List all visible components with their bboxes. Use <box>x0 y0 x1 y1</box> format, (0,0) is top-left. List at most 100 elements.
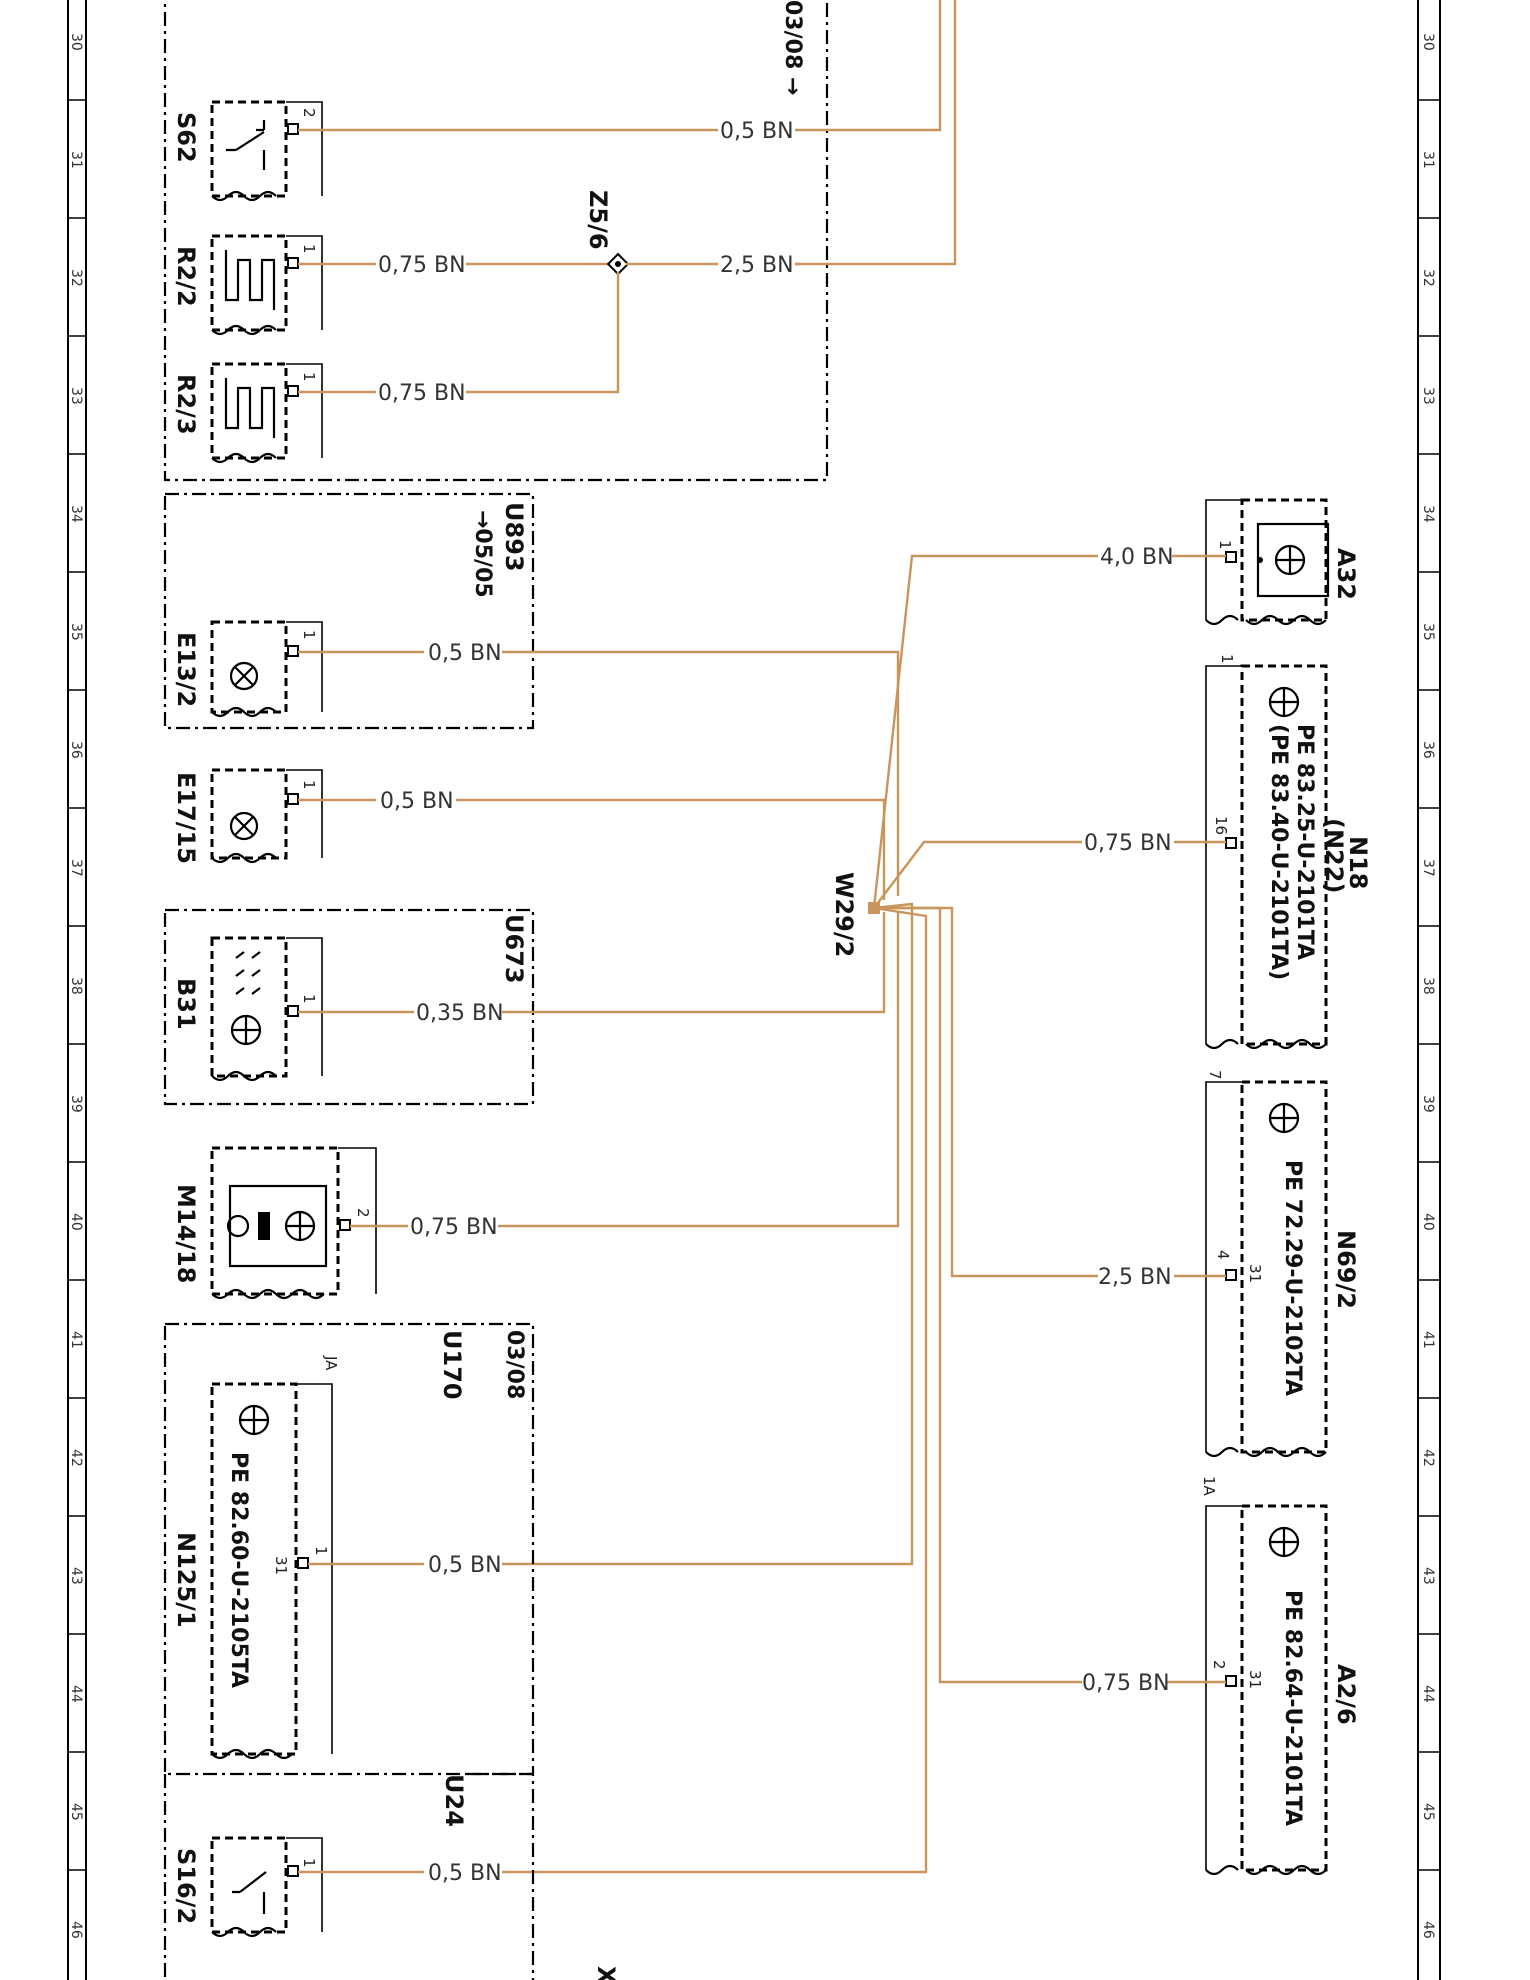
grid-row-label-left: 32 <box>68 269 84 287</box>
grid-row-label-right: 31 <box>1420 151 1436 169</box>
m14-18-wire-label: 0,75 BN <box>410 1215 498 1240</box>
grid-row-label-left: 44 <box>68 1685 84 1703</box>
u893-outline <box>163 492 535 730</box>
r2-2-pin: 1 <box>300 244 318 254</box>
m14-18-pin: 2 <box>354 1208 372 1218</box>
a32-label: A32 <box>1332 548 1360 600</box>
grid-row-label-right: 36 <box>1420 741 1436 759</box>
a2-6-label: A2/6 <box>1332 1664 1360 1725</box>
a32-pin: 1 <box>1216 540 1234 550</box>
n125-1-pin: 1 <box>312 1546 330 1556</box>
b31-label: B31 <box>172 978 200 1030</box>
grid-row-label-right: 45 <box>1420 1803 1436 1821</box>
grid-row-label-right: 37 <box>1420 859 1436 877</box>
a32-wire-label: 4,0 BN <box>1100 545 1174 570</box>
a2-6-module <box>1205 1504 1328 1876</box>
u893-label: U893 <box>500 502 528 572</box>
b31-sensor <box>210 936 323 1082</box>
r2-2-heater <box>210 234 323 336</box>
r2-2-label: R2/2 <box>172 246 200 307</box>
a2-6-pin: 2 <box>1210 1660 1228 1670</box>
grid-row-label-right: 43 <box>1420 1567 1436 1585</box>
n125-1-conn: JA <box>322 1355 340 1371</box>
m14-18-label: M14/18 <box>172 1184 200 1283</box>
grid-row-label-left: 35 <box>68 623 84 641</box>
grid-row-label-right: 33 <box>1420 387 1436 405</box>
e17-15-pin: 1 <box>300 780 318 790</box>
n18-pe2: (PE 83.40-U-2101TA) <box>1266 724 1291 980</box>
n22-label: (N22) <box>1320 818 1348 893</box>
e13-2-wire-right <box>502 650 900 896</box>
a2-6-pe: PE 82.64-U-2101TA <box>1280 1590 1305 1826</box>
e13-2-wire-label: 0,5 BN <box>428 641 502 666</box>
grid-row-label-left: 45 <box>68 1803 84 1821</box>
a2-6-wire-label: 0,75 BN <box>1082 1671 1170 1696</box>
u170-ref: 03/08 <box>502 1330 527 1399</box>
s16-2-wire-label: 0,5 BN <box>428 1861 502 1886</box>
n125-1-module <box>210 1382 333 1760</box>
grid-row-label-left: 34 <box>68 505 84 523</box>
grid-row-label-left: 39 <box>68 1095 84 1113</box>
n69-2-conn: 7 <box>1206 1070 1224 1080</box>
grid-row-label-left: 30 <box>68 33 84 51</box>
grid-row-label-left: 38 <box>68 977 84 995</box>
w29-2-ground-point <box>502 554 1098 1874</box>
e13-2-pin: 1 <box>300 630 318 640</box>
s16-2-switch <box>210 1836 323 1938</box>
e13-2-label: E13/2 <box>172 632 200 707</box>
n18-wire-label: 0,75 BN <box>1084 831 1172 856</box>
grid-row-label-left: 31 <box>68 151 84 169</box>
u893-ref: →05/05 <box>470 510 495 598</box>
s62-label: S62 <box>172 112 200 163</box>
n69-2-wire-label: 2,5 BN <box>1098 1265 1172 1290</box>
r2-3-wire-label: 0,75 BN <box>378 381 466 406</box>
top-ref-label: 03/08 → <box>780 0 805 95</box>
n125-1-wire-label: 0,5 BN <box>428 1553 502 1578</box>
e17-15-wire-right <box>456 798 886 900</box>
e17-15-lamp <box>210 768 323 864</box>
grid-row-label-right: 40 <box>1420 1213 1436 1231</box>
s16-2-label: S16/2 <box>172 1848 200 1924</box>
grid-row-label-right: 30 <box>1420 33 1436 51</box>
r2-3-heater <box>210 362 323 464</box>
grid-row-label-left: 37 <box>68 859 84 877</box>
u170-label: U170 <box>438 1330 466 1400</box>
z5-6-splice <box>606 252 630 276</box>
n69-2-term: 31 <box>1246 1264 1264 1283</box>
bottom-ref-label: X <box>592 1966 620 1980</box>
grid-row-label-right: 34 <box>1420 505 1436 523</box>
u170-outline <box>163 1322 535 1776</box>
e17-15-label: E17/15 <box>172 772 200 864</box>
grid-row-label-right: 39 <box>1420 1095 1436 1113</box>
s62-pin: 2 <box>300 108 318 118</box>
grid-row-label-right: 38 <box>1420 977 1436 995</box>
s62-wire-right <box>795 0 942 132</box>
grid-row-label-left: 43 <box>68 1567 84 1585</box>
w29-2-label: W29/2 <box>830 872 858 957</box>
z5-6-wire-down <box>466 272 620 394</box>
u24-outline <box>163 1772 535 1980</box>
upper-module-outline <box>163 0 829 482</box>
b31-wire-right <box>502 912 886 1014</box>
r2-2-wire-label: 0,75 BN <box>378 253 466 278</box>
e17-15-wire-label: 0,5 BN <box>380 789 454 814</box>
u673-outline <box>163 908 535 1106</box>
a2-6-conn: 1A <box>1200 1476 1218 1497</box>
grid-row-label-right: 42 <box>1420 1449 1436 1467</box>
n18-module <box>1205 664 1328 1050</box>
s62-switch <box>210 100 323 202</box>
n69-2-label: N69/2 <box>1332 1230 1360 1309</box>
grid-row-label-left: 42 <box>68 1449 84 1467</box>
grid-row-label-right: 32 <box>1420 269 1436 287</box>
grid-row-label-right: 44 <box>1420 1685 1436 1703</box>
grid-row-label-left: 41 <box>68 1331 84 1349</box>
grid-row-label-right: 41 <box>1420 1331 1436 1349</box>
a32-module <box>1205 498 1330 626</box>
n125-1-term: 31 <box>272 1556 290 1575</box>
grid-row-label-right: 46 <box>1420 1921 1436 1939</box>
u24-label: U24 <box>440 1774 468 1827</box>
n125-1-pe-label: PE 82.60-U-2105TA <box>226 1452 251 1688</box>
n69-2-pin: 4 <box>1214 1250 1232 1260</box>
